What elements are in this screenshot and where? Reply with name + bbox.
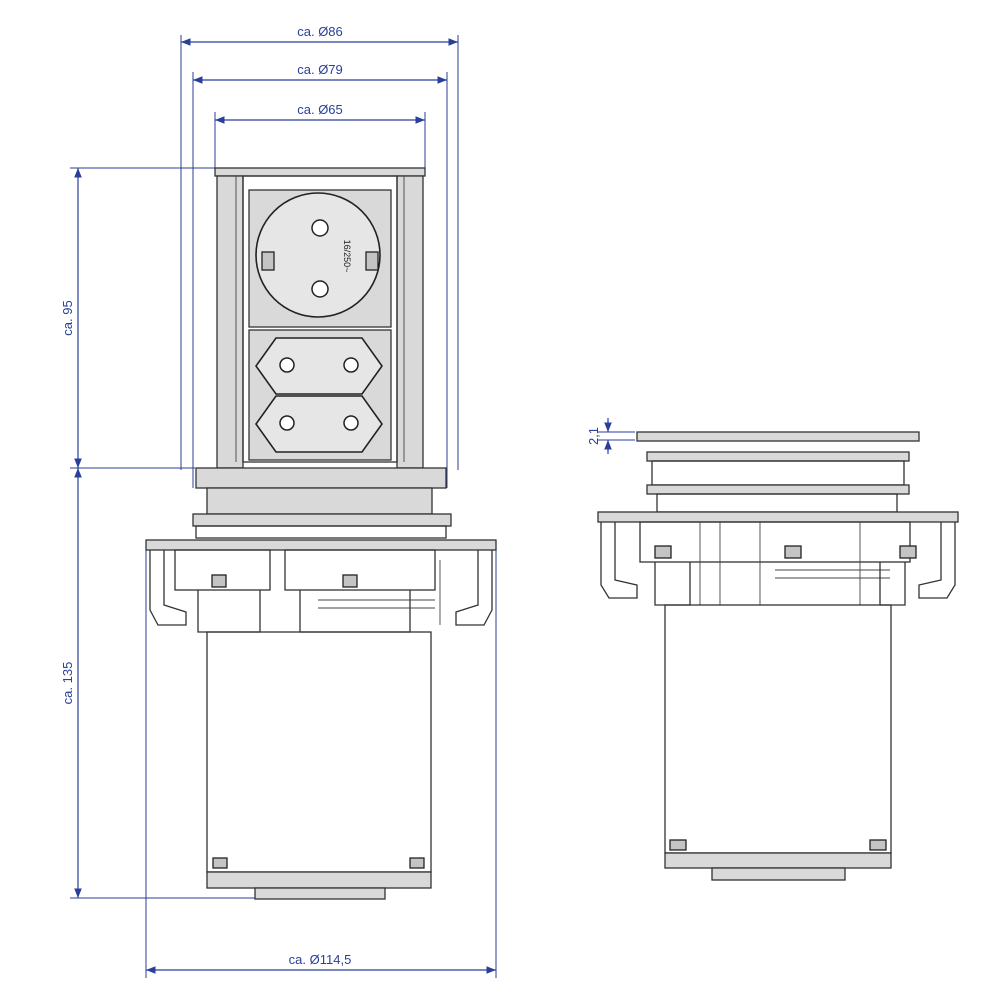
schuko-socket: 16/250~ bbox=[255, 192, 381, 318]
collar-rings bbox=[192, 467, 452, 539]
dimension-height-135: ca. 135 bbox=[60, 468, 255, 899]
dimension-diameter-86: ca. Ø86 bbox=[180, 24, 459, 470]
mounting-bracket bbox=[145, 539, 497, 633]
dimension-diameter-65: ca. Ø65 bbox=[214, 102, 426, 175]
dimension-diameter-114-5: ca. Ø114,5 bbox=[145, 545, 497, 978]
dimension-label-height-95: ca. 95 bbox=[60, 300, 75, 335]
socket-pin-hole-top bbox=[311, 219, 329, 237]
euro-socket-upper bbox=[255, 337, 383, 395]
dimension-height-95: ca. 95 bbox=[60, 167, 240, 469]
dimension-label-thickness-2-1: 2,1 bbox=[586, 427, 601, 445]
retracted-unit bbox=[597, 431, 959, 881]
dimension-label-dia-86: ca. Ø86 bbox=[297, 24, 343, 39]
dimension-diameter-79: ca. Ø79 bbox=[192, 62, 448, 488]
lower-body bbox=[206, 631, 432, 900]
euro-socket-lower bbox=[255, 395, 383, 453]
socket-rating-label: 16/250~ bbox=[342, 240, 352, 273]
earth-contact-left bbox=[261, 251, 275, 271]
dimension-label-dia-114-5: ca. Ø114,5 bbox=[289, 952, 352, 967]
dimension-label-dia-79: ca. Ø79 bbox=[297, 62, 343, 77]
earth-contact-right bbox=[365, 251, 379, 271]
dimension-label-dia-65: ca. Ø65 bbox=[297, 102, 343, 117]
dimension-thickness-2-1: 2,1 bbox=[586, 418, 635, 454]
socket-pin-hole-bottom bbox=[311, 280, 329, 298]
dimension-label-height-135: ca. 135 bbox=[60, 662, 75, 705]
